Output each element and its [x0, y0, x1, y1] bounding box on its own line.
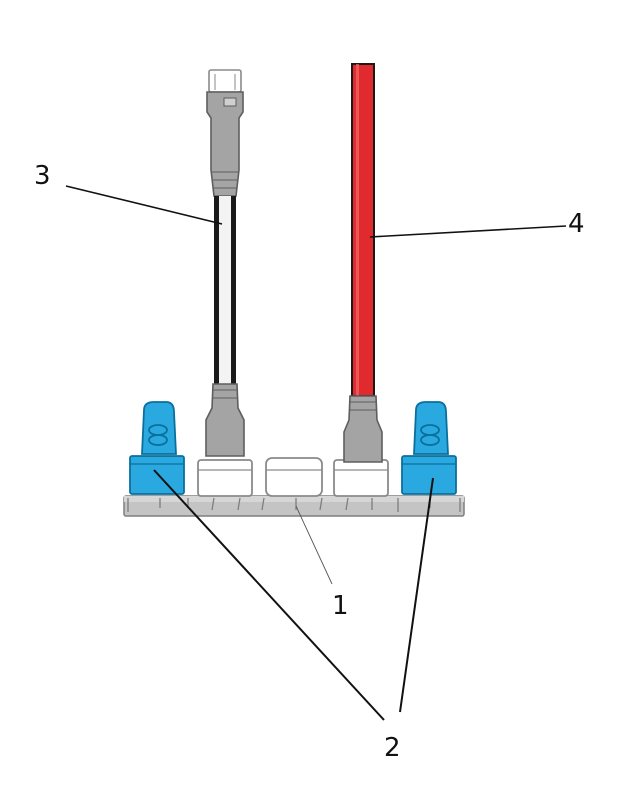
- leader-line-3: [65, 185, 223, 225]
- port-cap-right: [333, 459, 389, 497]
- backbone-connector-block: [123, 495, 465, 517]
- terminator-left: [129, 401, 185, 495]
- port-cap-left: [197, 459, 253, 497]
- spur-cable: [205, 69, 245, 457]
- leader-line-4: [369, 225, 567, 238]
- power-cable: [343, 63, 383, 463]
- callout-3: 3: [34, 161, 51, 191]
- callout-1: 1: [332, 591, 349, 621]
- leader-line-1: [295, 505, 333, 585]
- terminator-right: [401, 401, 457, 495]
- callout-2: 2: [384, 733, 401, 763]
- port-cap-middle-empty: [265, 457, 323, 497]
- leader-lines: [65, 185, 567, 721]
- callout-4: 4: [568, 209, 585, 239]
- leader-line-2a: [153, 469, 385, 721]
- leader-line-2b: [399, 477, 434, 713]
